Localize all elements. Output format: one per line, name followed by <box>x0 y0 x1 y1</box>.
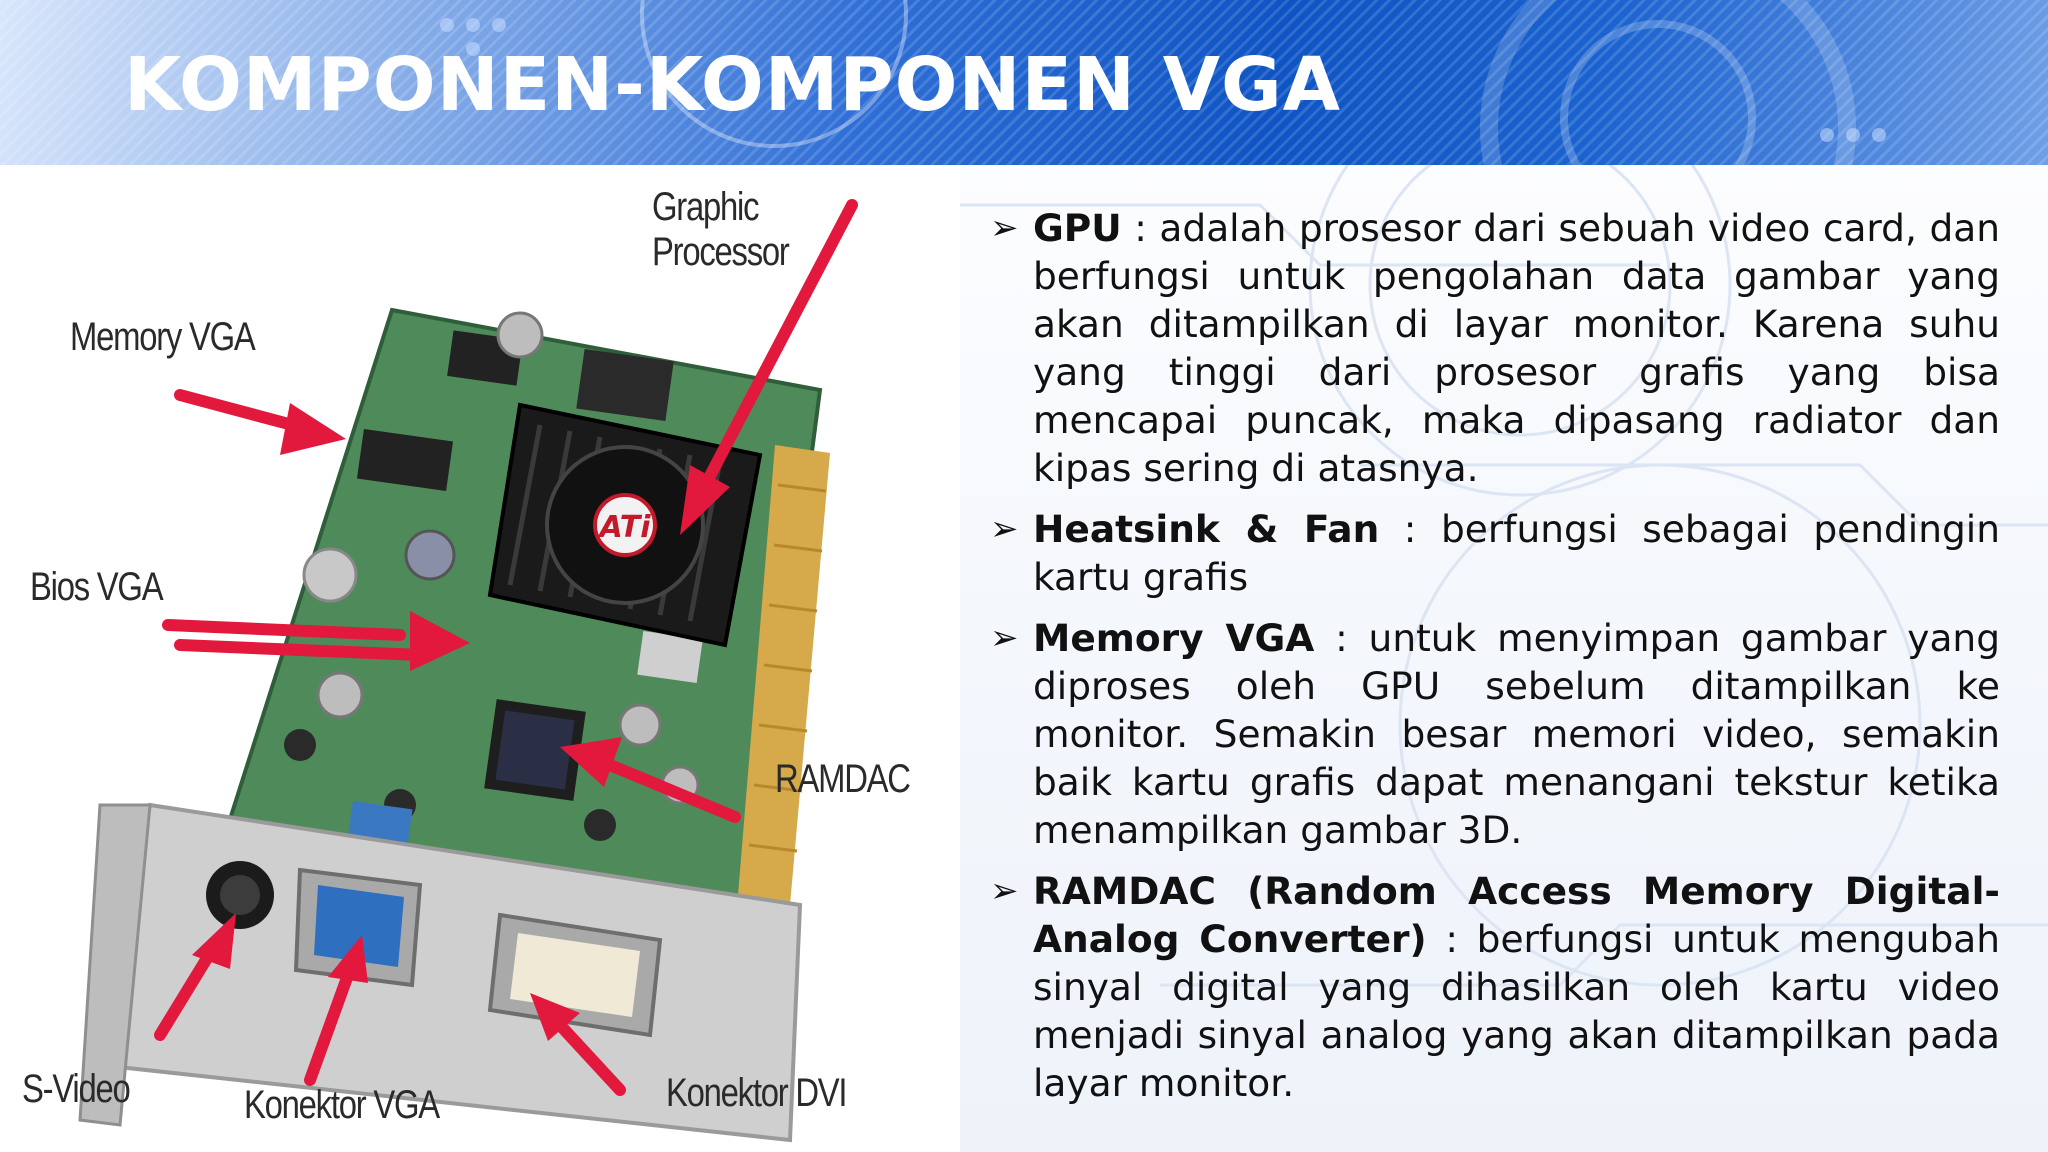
decorative-dot <box>1846 128 1860 142</box>
bullet-term: Heatsink & Fan <box>1033 507 1380 551</box>
arrow-bullet-icon: ➢ <box>990 509 1019 549</box>
header-banner: KOMPONEN-KOMPONEN VGA <box>0 0 2048 165</box>
konektor-vga-label: Konektor VGA <box>244 1083 440 1127</box>
bullet-term: GPU <box>1033 206 1122 250</box>
bullet-separator: : <box>1314 616 1369 660</box>
arrow-bullet-icon: ➢ <box>990 208 1019 248</box>
bullet-separator: : <box>1379 507 1441 551</box>
bullet-text: berfungsi untuk mengubah sinyal digital … <box>1033 917 2000 1105</box>
bullet-gpu: ➢ GPU : adalah prosesor dari sebuah video… <box>988 204 2000 492</box>
decorative-circle <box>1560 20 1756 165</box>
bullet-heatsink-fan: ➢ Heatsink & Fan : berfungsi sebagai pend… <box>988 505 2000 601</box>
vga-card-illustration: ATi <box>78 199 858 1143</box>
decorative-dot <box>1872 128 1886 142</box>
graphic-processor-label: Graphic Processor <box>652 185 790 274</box>
ramdac-label: RAMDAC <box>775 757 911 801</box>
decorative-dot <box>440 18 454 32</box>
slide-title: KOMPONEN-KOMPONEN VGA <box>124 42 1341 128</box>
bullet-separator: : <box>1121 206 1160 250</box>
bullet-memory-vga: ➢ Memory VGA : untuk menyimpan gambar yan… <box>988 614 2000 854</box>
arrow-bullet-icon: ➢ <box>990 871 1019 911</box>
memory-vga-label: Memory VGA <box>70 315 256 359</box>
bios-vga-label: Bios VGA <box>30 565 164 609</box>
konektor-dvi-label: Konektor DVI <box>666 1071 848 1115</box>
bullet-term: RAMDAC (Random Access Memory Digital-Ana… <box>1033 869 2000 961</box>
arrow-bullet-icon: ➢ <box>990 618 1019 658</box>
bullet-separator: : <box>1426 917 1477 961</box>
background-decoration <box>960 165 2048 1152</box>
decorative-dot <box>1820 128 1834 142</box>
s-video-label: S-Video <box>22 1067 131 1111</box>
ati-logo-text: ATi <box>597 510 651 545</box>
bullet-term: Memory VGA <box>1033 616 1315 660</box>
bullet-text: untuk menyimpan gambar yang diproses ole… <box>1033 616 2000 852</box>
decorative-dot <box>466 18 480 32</box>
bullet-text: berfungsi sebagai pendingin kartu grafis <box>1033 507 2000 599</box>
decorative-dot <box>492 18 506 32</box>
decorative-dot <box>466 42 480 56</box>
bullet-ramdac: ➢ RAMDAC (Random Access Memory Digital-An… <box>988 867 2000 1107</box>
bullet-text: adalah prosesor dari sebuah video card, … <box>1033 206 2000 490</box>
component-description-list: ➢ GPU : adalah prosesor dari sebuah video… <box>988 204 2000 1120</box>
vga-card-photo: ATi Graphic Pr <box>0 165 960 1152</box>
